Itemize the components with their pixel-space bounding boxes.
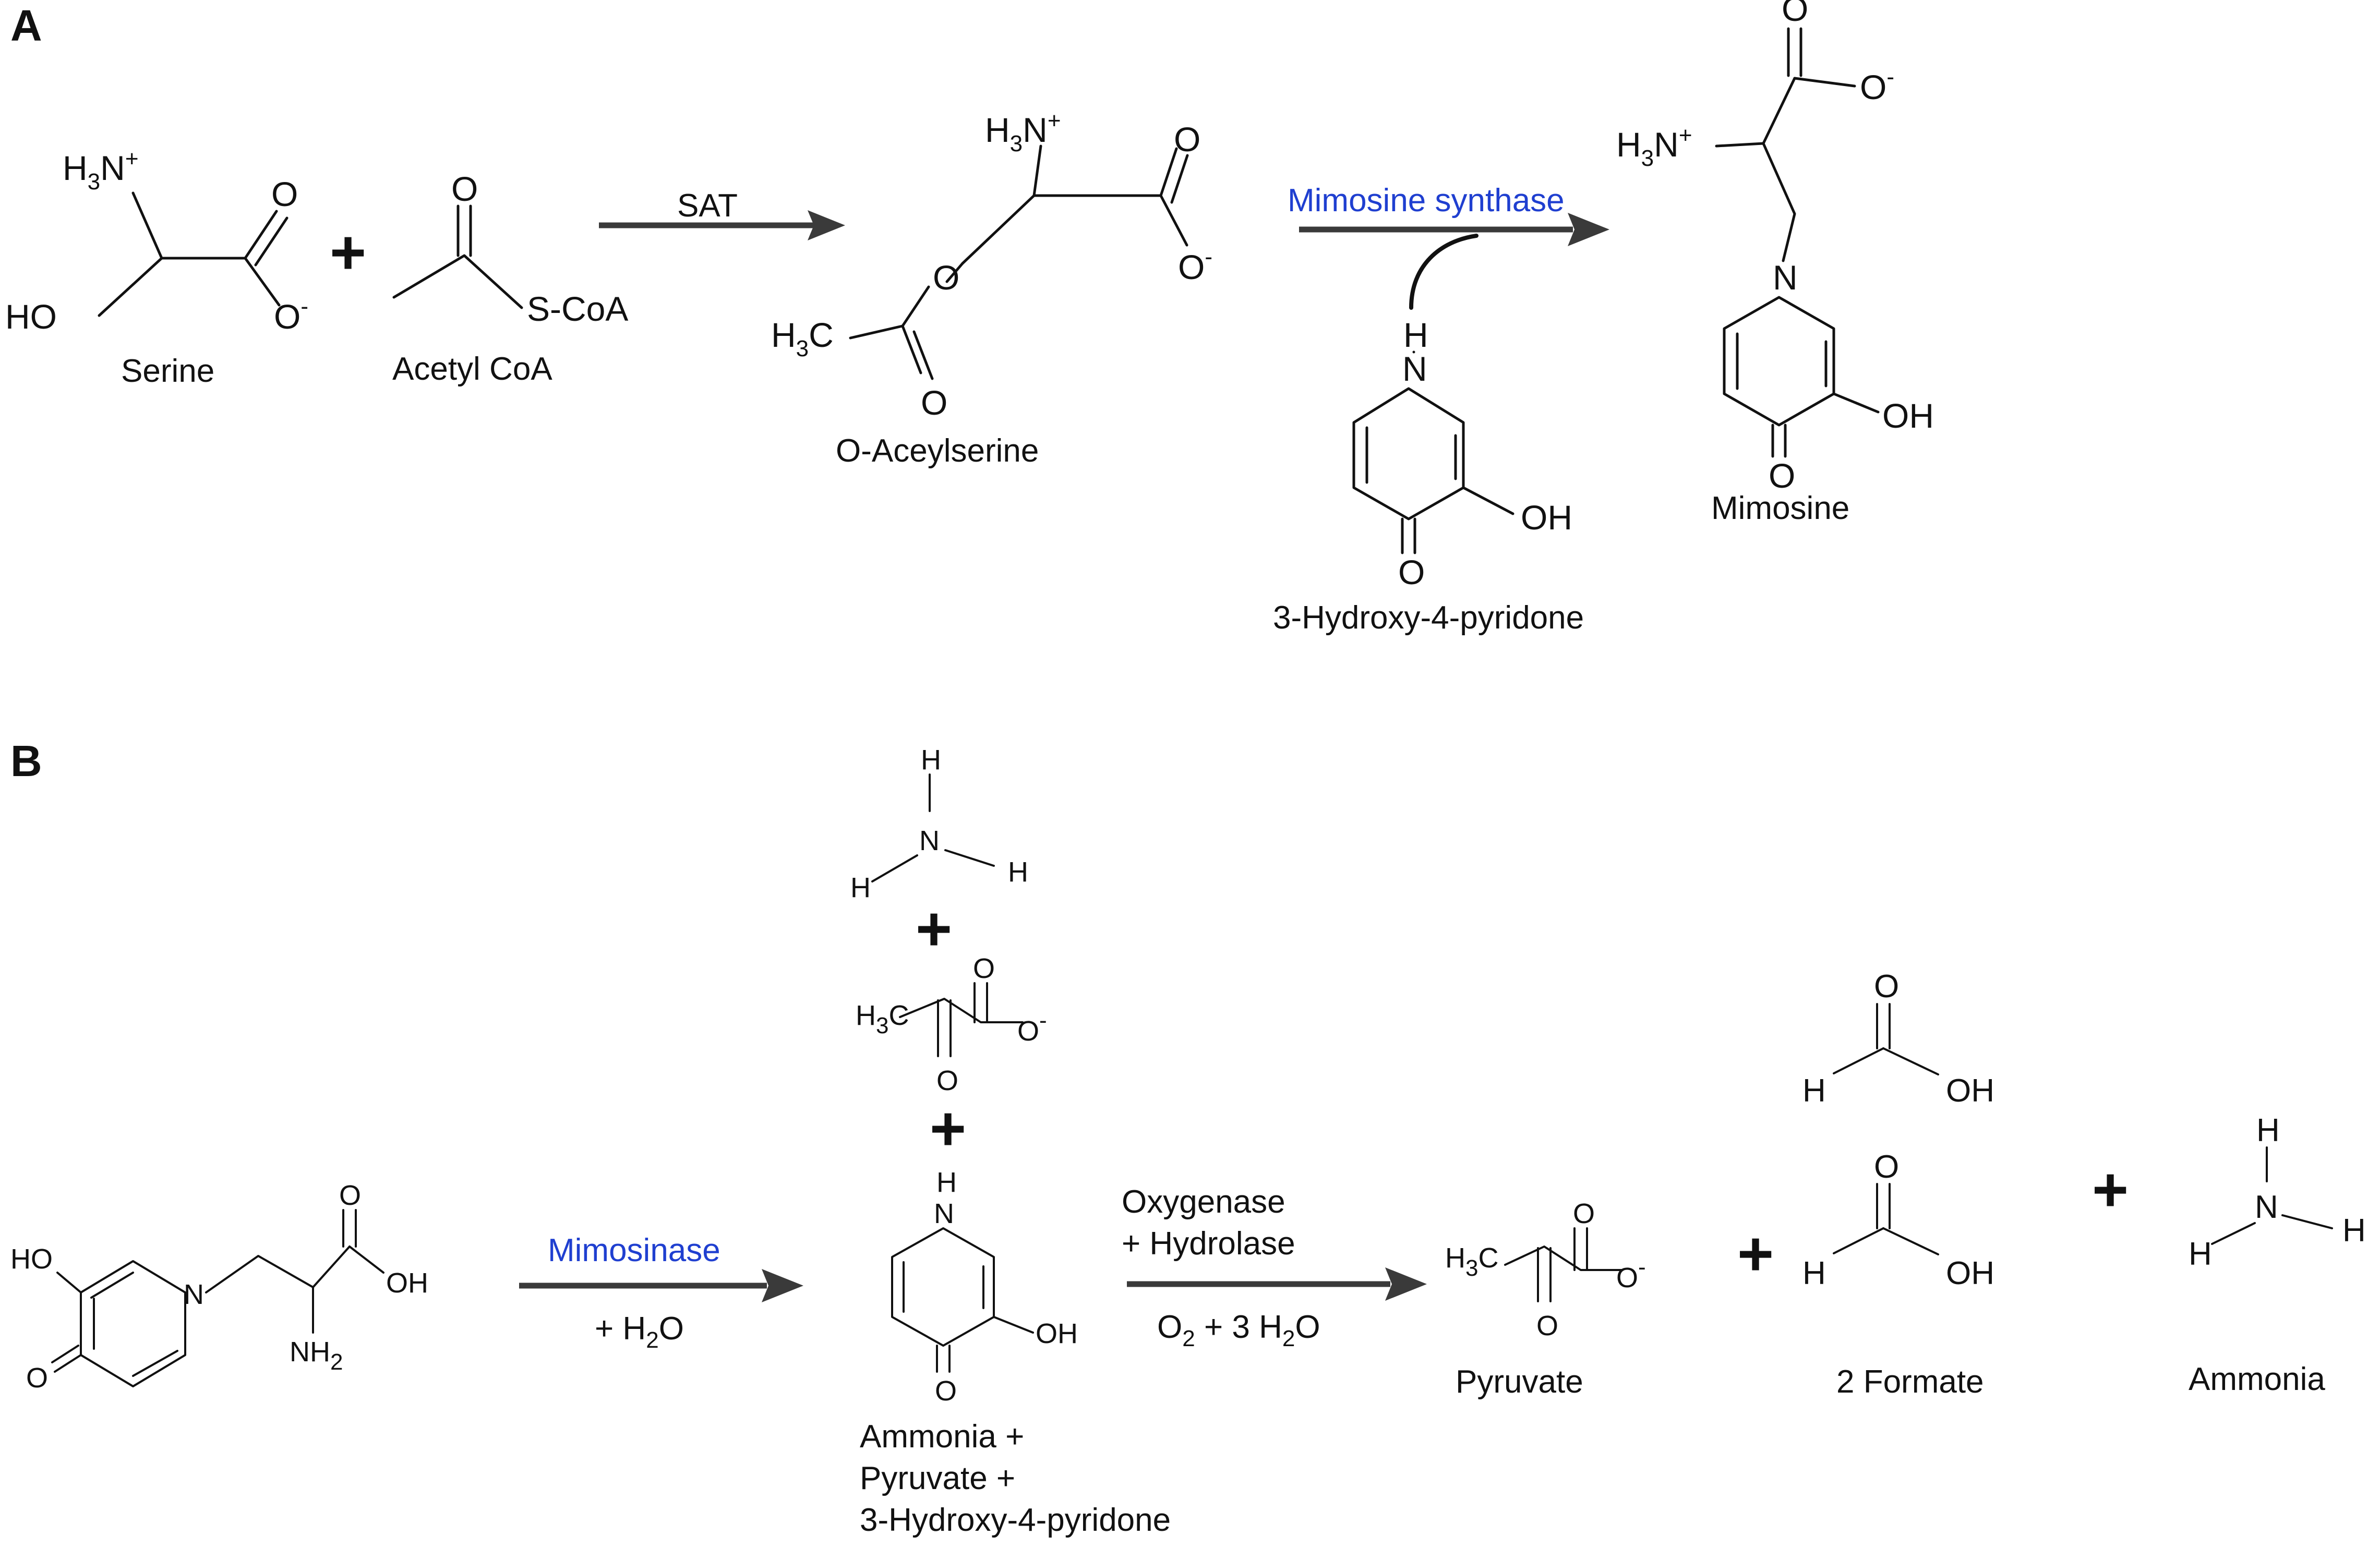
pyridone-a-o: O [1398,553,1425,591]
ammonia-name: Ammonia [2189,1361,2325,1397]
pyridone-a-oh: OH [1521,498,1572,537]
o-aceylserine-name: O-Aceylserine [836,433,1039,469]
substrate-ketone-o: O [26,1362,48,1394]
ammonia-h1: H [2256,1112,2280,1148]
serine-structure: H3N+ O O- HO Serine [5,146,308,389]
acetyl-coa-scoa: S-CoA [527,289,628,328]
serine-ho-label: HO [5,297,57,336]
pyruvate-top-ketone-o: O [936,1065,958,1096]
mimosinase-arrow: Mimosinase + H2O [519,1232,803,1353]
plus-sign: + [330,217,366,287]
mimosinase-label: Mimosinase [548,1232,720,1268]
substrate-n: N [184,1279,204,1310]
hydroxypyridone-structure-b: H N OH O [891,1167,1078,1407]
o-aceylserine-carbonyl-o: O [1174,120,1200,159]
oxygenase-label: Oxygenase [1122,1184,1285,1220]
formate-bottom-oh: OH [1946,1255,1994,1291]
mimosine-synthase-arrow: Mimosine synthase [1288,183,1609,310]
oxygen-water-condition: O2 + 3 H2O [1157,1309,1320,1351]
o-aceylserine-ester-o: O [933,258,959,297]
pyruvate-top-h3c: H3C [856,1000,909,1038]
substrate-carbonyl-o: O [339,1180,361,1211]
ammonia-top-h3: H [1008,856,1028,888]
mimosine-name: Mimosine [1711,490,1849,526]
substrate-oh: OH [386,1267,428,1299]
plus-sign: + [2092,1155,2129,1225]
serine-nh3-label: H3N+ [63,146,139,195]
oxygenase-hydrolase-arrow: Oxygenase + Hydrolase O2 + 3 H2O [1122,1184,1427,1351]
ammonia-top-h1: H [921,744,941,776]
pyruvate-carboxylate-o: O- [1616,1254,1646,1293]
pyruvate-name: Pyruvate [1456,1364,1583,1400]
pyruvate-top-carboxylate-o: O- [1017,1008,1047,1047]
pyruvate-h3c: H3C [1445,1242,1498,1281]
pyruvate-top-carbonyl-o: O [973,953,995,984]
acetyl-coa-o: O [451,170,478,208]
mimosine-substrate-structure: HO O N O OH NH2 [10,1180,428,1394]
serine-carbonyl-o: O [271,175,298,213]
o-aceylserine-structure: H3N+ O O- O H3C O O-Aceylserine [771,108,1212,469]
ammonia-h3: H [2342,1213,2366,1249]
mimosinase-water: + H2O [595,1311,684,1353]
sat-arrow: SAT [599,188,845,240]
o-aceylserine-nh3: H3N+ [985,108,1061,156]
formate-name: 2 Formate [1836,1364,1984,1400]
products-label-line2: Pyruvate + [860,1460,1015,1496]
products-label-line3: 3-Hydroxy-4-pyridone [860,1502,1171,1538]
formate-structure-top: O H OH [1802,969,1994,1109]
ammonia-top-n: N [919,825,940,856]
pyridone-b-oh: OH [1036,1318,1078,1349]
products-label-line1: Ammonia + [860,1419,1024,1455]
serine-carboxylate-o: O- [274,294,308,336]
acetyl-coa-name: Acetyl CoA [392,351,552,387]
plus-sign: + [916,894,952,964]
substrate-ho: HO [10,1243,53,1275]
pyridone-b-n: N [934,1198,954,1229]
pyridone-b-o: O [935,1375,957,1407]
plus-sign: + [1737,1219,1774,1289]
hydrolase-label: + Hydrolase [1122,1226,1295,1262]
ammonia-n: N [2255,1189,2278,1225]
formate-structure-bottom: O H OH [1802,1149,1994,1291]
pyruvate-structure: H3C O O- O Pyruvate [1445,1198,1646,1400]
pyridone-a-h: H [1403,316,1428,354]
mimosine-synthase-label: Mimosine synthase [1288,183,1565,219]
hydroxypyridone-structure-a: H N OH O 3-Hydroxy-4-pyridone [1273,316,1584,636]
pyruvate-ketone-o: O [1536,1310,1558,1341]
o-aceylserine-ketone-o: O [921,383,947,422]
panel-label-a: A [10,1,42,50]
pyridone-a-n: N [1402,349,1427,388]
mimosine-carboxylate-o: O- [1860,64,1894,106]
pyruvate-carbonyl-o: O [1573,1198,1595,1229]
serine-name: Serine [121,353,214,389]
mimosine-nh3: H3N+ [1616,123,1692,171]
mimosine-ketone-o: O [1769,456,1795,495]
formate-bottom-o: O [1874,1149,1899,1185]
formate-top-o: O [1874,969,1899,1005]
pyruvate-structure-top: H3C O O- O [856,953,1047,1096]
plus-sign: + [930,1094,966,1164]
mimosine-structure: O O- H3N+ N OH O Mimosine [1616,0,1934,526]
ammonia-structure: H N H H Ammonia [2189,1112,2366,1397]
acetyl-coa-structure: O S-CoA Acetyl CoA [392,170,628,387]
sat-enzyme-label: SAT [677,188,738,224]
formate-bottom-h: H [1802,1255,1826,1291]
pyridone-b-h: H [936,1167,957,1198]
ammonia-structure-top: H N H H [850,744,1028,903]
o-aceylserine-h3c: H3C [771,316,834,361]
formate-top-h: H [1802,1073,1826,1109]
mimosine-n: N [1773,258,1798,297]
ammonia-h2: H [2189,1236,2212,1272]
o-aceylserine-carboxylate-o: O- [1178,244,1212,286]
pyridone-a-name: 3-Hydroxy-4-pyridone [1273,600,1584,636]
mimosine-oh: OH [1882,396,1934,435]
substrate-nh2: NH2 [290,1336,343,1375]
panel-label-b: B [10,736,42,785]
mimosine-carbonyl-o: O [1782,0,1808,28]
formate-top-oh: OH [1946,1073,1994,1109]
ammonia-top-h2: H [850,872,871,903]
